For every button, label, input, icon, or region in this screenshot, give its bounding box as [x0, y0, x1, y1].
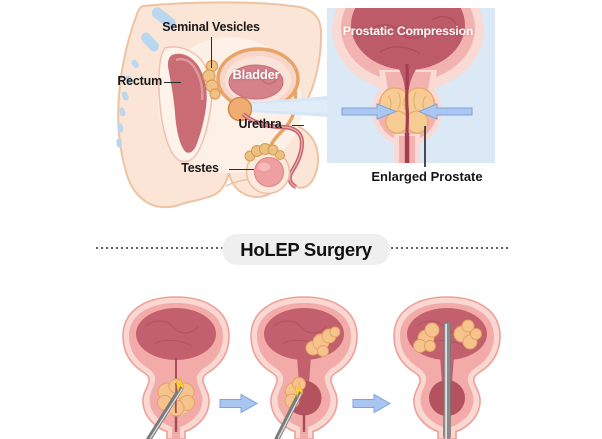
leader-testes — [229, 169, 254, 171]
label-testes: Testes — [181, 161, 219, 175]
label-seminal-vesicles: Seminal Vesicles — [162, 20, 260, 34]
label-bladder: Bladder — [232, 67, 280, 82]
leader-seminal-vesicles — [211, 37, 213, 68]
laser-instrument-icon — [274, 381, 304, 439]
section-title: HoLEP Surgery — [240, 238, 372, 260]
surgery-step-3-morcellation — [393, 296, 501, 439]
testis-shape — [254, 157, 284, 187]
laser-instrument-icon — [146, 376, 185, 439]
epididymis-shape — [244, 143, 285, 162]
label-rectum: Rectum — [117, 74, 162, 88]
zoom-beam-connector — [252, 96, 328, 117]
caption-enlarged-prostate: Enlarged Prostate — [371, 169, 483, 184]
step-arrow-icon — [219, 393, 259, 414]
compression-panel-title: Prostatic Compression — [342, 24, 474, 38]
bladder-interior — [351, 8, 465, 70]
testis-highlight — [258, 163, 270, 171]
rectum-shape — [168, 53, 207, 153]
surgery-step-1-laser-enucleation — [122, 296, 230, 439]
spine-icon — [116, 7, 176, 148]
section-title-pill: HoLEP Surgery — [222, 234, 390, 265]
morcellator-instrument-icon — [443, 321, 451, 439]
urethra-shape — [241, 112, 305, 189]
surgery-step-2-lobe-into-bladder — [250, 296, 358, 439]
enucleated-lobes-in-bladder — [413, 319, 482, 353]
detached-lobe-in-bladder — [305, 326, 341, 357]
step-arrow-icon — [352, 393, 392, 414]
label-urethra: Urethra — [238, 117, 282, 131]
inward-compression-arrows-icon — [341, 103, 473, 120]
leader-rectum — [164, 82, 181, 84]
bladder-shape — [216, 47, 300, 111]
anatomy-side-view-illustration — [116, 1, 323, 209]
leader-urethra — [292, 125, 304, 127]
leader-enlarged-prostate — [424, 126, 426, 167]
compressed-urethra-channel — [405, 63, 410, 134]
bladder-texture — [369, 15, 457, 55]
